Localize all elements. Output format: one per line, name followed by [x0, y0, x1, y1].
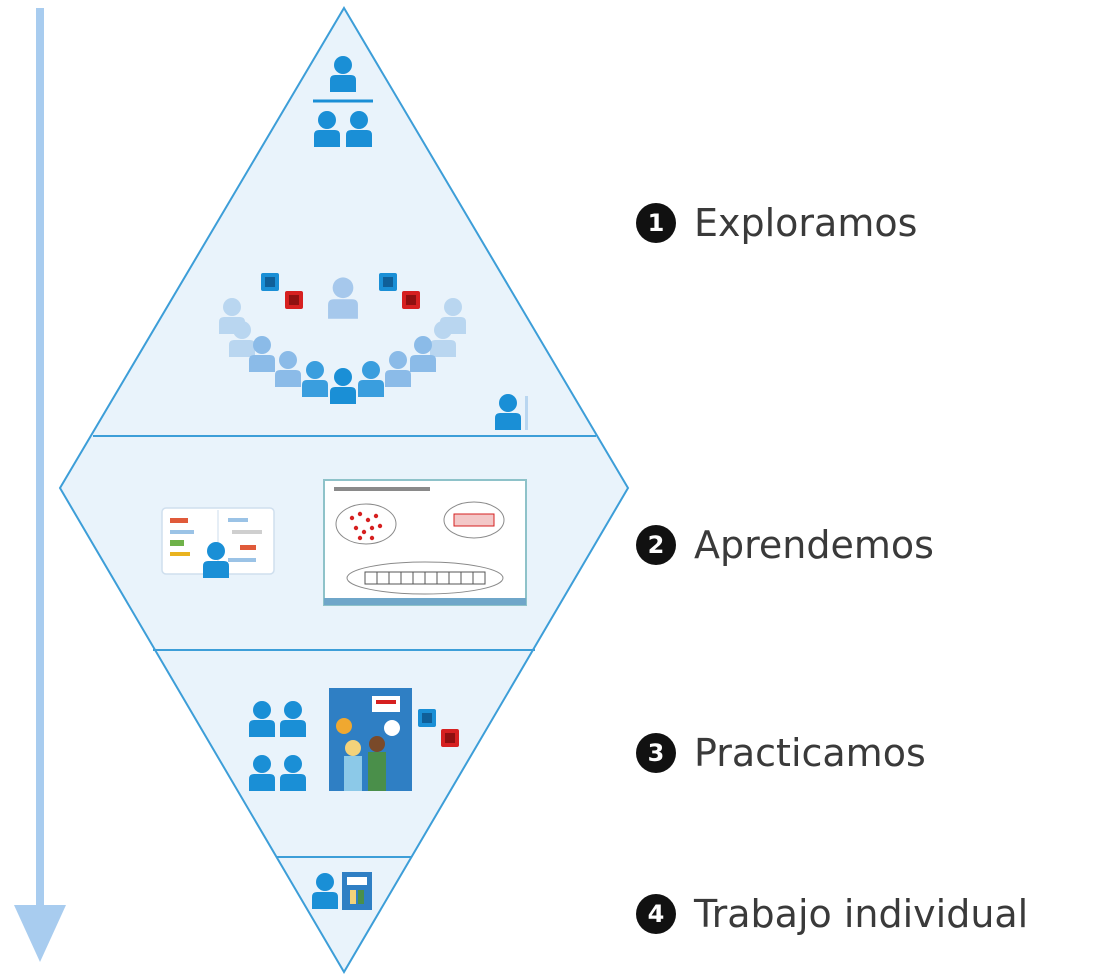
step-4: 4 Trabajo individual — [636, 884, 1028, 944]
workbook-icon — [329, 688, 412, 791]
step-number-badge: 3 — [636, 733, 676, 773]
cube-icon — [285, 291, 303, 309]
individual-work-icon — [312, 872, 372, 910]
cube-icon — [441, 729, 459, 747]
individual-desk-icon — [495, 394, 528, 430]
cube-icon — [379, 273, 397, 291]
cube-icon — [402, 291, 420, 309]
step-label: Aprendemos — [694, 523, 934, 567]
step-label: Trabajo individual — [694, 892, 1029, 936]
step-label: Practicamos — [694, 731, 926, 775]
step-2: 2 Aprendemos — [636, 515, 934, 575]
step-number-badge: 4 — [636, 894, 676, 934]
step-number-badge: 2 — [636, 525, 676, 565]
flow-arrow — [14, 8, 66, 962]
cube-icon — [261, 273, 279, 291]
step-3: 3 Practicamos — [636, 723, 926, 783]
cube-icon — [418, 709, 436, 727]
step-number-badge: 1 — [636, 203, 676, 243]
book-icon — [161, 507, 275, 578]
teacher-group-icon — [313, 56, 373, 147]
step-1: 1 Exploramos — [636, 193, 917, 253]
step-label: Exploramos — [694, 201, 918, 245]
screen-icon — [323, 479, 527, 606]
